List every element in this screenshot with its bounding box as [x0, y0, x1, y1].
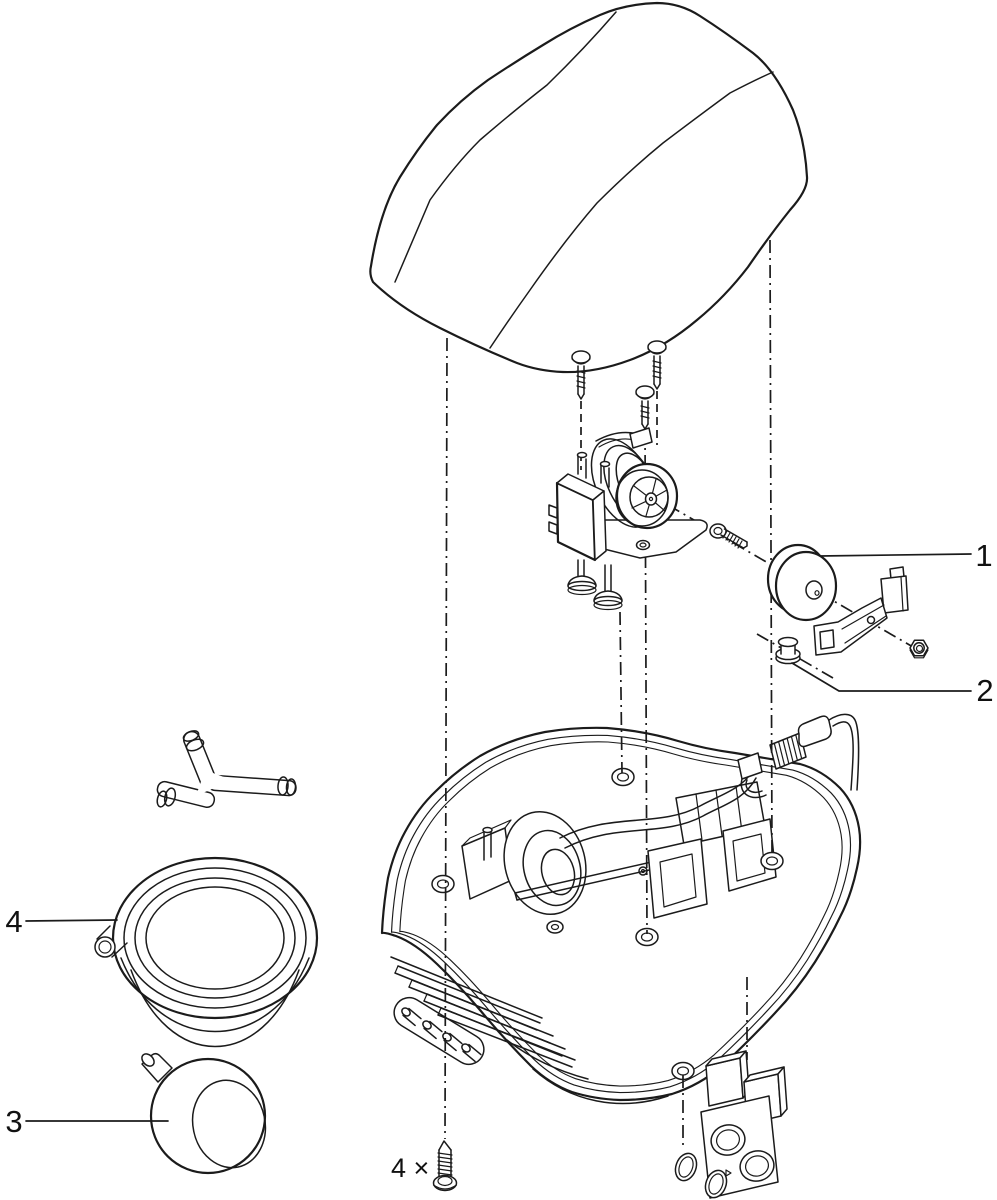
- skirt-line: [506, 1039, 589, 1080]
- cover-crease-left: [394, 11, 617, 283]
- callout-4: 4: [5, 904, 22, 939]
- axis-left: [444, 337, 448, 1140]
- hose-barb: [401, 1007, 422, 1027]
- foam-block: [705, 1050, 750, 1107]
- power-cable-gland: [737, 713, 860, 791]
- skirt-line: [532, 1068, 669, 1105]
- hose-barb: [461, 1043, 482, 1063]
- rubber-foot: [567, 575, 597, 596]
- rubber-grommet: [775, 636, 801, 665]
- power-cord: [828, 713, 860, 791]
- hose-barb: [422, 1020, 443, 1040]
- screw: [635, 385, 655, 430]
- o-ring: [674, 1152, 698, 1182]
- plug-barrel: [797, 715, 832, 748]
- o-ring: [704, 1169, 728, 1199]
- leader-1: [819, 553, 972, 557]
- hex-nut: [909, 639, 929, 659]
- leader-2: [791, 662, 972, 692]
- rubber-foot: [593, 590, 623, 611]
- screw-bosses: [431, 767, 784, 1081]
- air-outlet-nozzles: [393, 996, 485, 1066]
- ball-air-stone: [141, 1052, 267, 1175]
- pump-cover: [369, 1, 809, 374]
- screw: [647, 340, 667, 390]
- y-hose-connector: [156, 730, 297, 809]
- mounting-plate: [592, 519, 708, 559]
- callout-3: 3: [5, 1104, 22, 1139]
- cable-clamp: [737, 752, 763, 780]
- air-hose-coil: [94, 856, 319, 1048]
- screw: [571, 350, 591, 400]
- pump-unit: [548, 427, 748, 611]
- eccentric-drive-disc: [766, 543, 838, 622]
- housing-screw: [432, 1140, 458, 1192]
- internal-wires: [559, 771, 767, 849]
- callout-2: 2: [976, 673, 993, 708]
- cover-outline: [369, 1, 809, 374]
- quantity-note: 4 ×: [391, 1153, 429, 1183]
- eccentric-screw: [709, 523, 748, 549]
- housing-base: [380, 713, 862, 1105]
- axis-center: [619, 611, 623, 774]
- cover-screws: [571, 340, 667, 430]
- front-compartment-grid: [390, 956, 576, 1068]
- nozzle-recess: [393, 996, 485, 1066]
- cover-crease-right: [489, 71, 774, 349]
- internal-pump-right: [647, 781, 777, 919]
- axis-right: [769, 239, 773, 858]
- callout-1: 1: [975, 538, 992, 573]
- callouts: 1 2 3 4 4 ×: [5, 538, 993, 1183]
- hose-end: [94, 936, 116, 958]
- leader-4: [25, 919, 118, 922]
- rocker-bracket: [813, 566, 909, 656]
- filter-assembly: [674, 1050, 788, 1199]
